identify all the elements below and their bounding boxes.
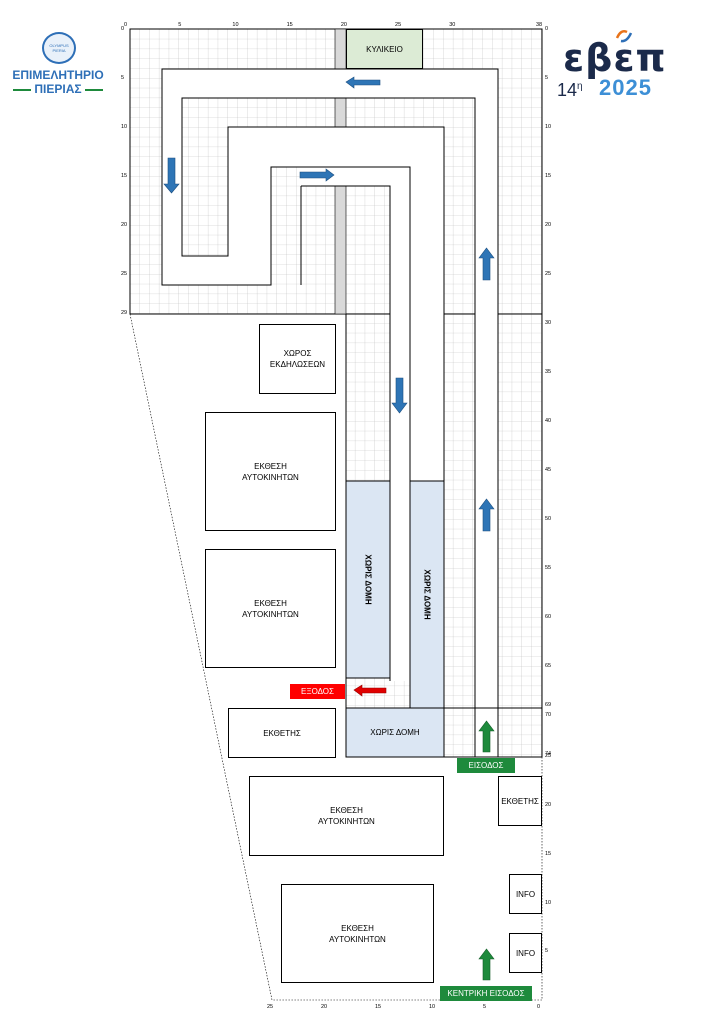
left-axis-tick: 5 [121, 75, 125, 81]
exhibitor-left: ΕΚΘΕΤΗΣ [228, 708, 336, 758]
right-axis-tick: 35 [545, 369, 552, 375]
right-axis-tick: 5 [545, 75, 549, 81]
perimeter-dotted [129, 313, 543, 1001]
canteen: ΚΥΛΙΚΕΙΟ [346, 29, 423, 69]
right-lower-axis-tick: 10 [545, 899, 552, 906]
top-axis-tick: 25 [395, 22, 402, 28]
left-axis-tick: 29 [121, 310, 128, 317]
no-structure-label-left: ΧΩΡΙΣ ΔΟΜΗ [363, 554, 373, 605]
entrance-sign: ΕΙΣΟΔΟΣ [457, 758, 515, 773]
chamber-name-line1: ΕΠΙΜΕΛΗΤΗΡΙΟ [12, 68, 104, 82]
right-axis-tick: 74 [545, 751, 552, 757]
top-axis-tick: 0 [124, 22, 128, 28]
right-axis-tick: 20 [545, 222, 552, 228]
ebep-year: 2025 [599, 75, 652, 100]
right-lower-axis-tick: 25 [545, 753, 552, 760]
right-axis-tick: 40 [545, 418, 552, 424]
bottom-axis-tick: 10 [429, 1004, 436, 1010]
right-axis-tick: 15 [545, 173, 552, 179]
arrow-up-right-lower [478, 498, 495, 532]
right-axis-tick: 55 [545, 565, 552, 571]
main-entrance-sign: ΚΕΝΤΡΙΚΗ ΕΙΣΟΔΟΣ [440, 986, 532, 1001]
right-lower-axis-tick: 5 [545, 948, 549, 955]
exit-sign: ΕΞΟΔΟΣ [290, 684, 345, 699]
chamber-name-line2: ΠΙΕΡΙΑΣ [2, 82, 114, 96]
no-structure-label-right: ΧΩΡΙΣ ΔΟΜΗ [422, 569, 432, 620]
badge-text: OLYMPUS PIERIA [49, 43, 69, 53]
arrow-down-left [163, 157, 180, 194]
arrow-up-main-entrance [478, 948, 495, 981]
arrow-up-entrance [478, 720, 495, 753]
top-axis-tick: 15 [286, 22, 293, 28]
right-axis-tick: 70 [545, 712, 552, 718]
events-area: ΧΩΡΟΣ ΕΚΔΗΛΩΣΕΩΝ [259, 324, 336, 394]
arrow-up-right-upper [478, 247, 495, 281]
bottom-axis-tick: 5 [483, 1004, 487, 1010]
info-booth-2: INFO [509, 933, 542, 973]
no-structure-zone-left [345, 480, 391, 679]
right-axis-tick: 69 [545, 702, 552, 709]
right-axis-tick: 50 [545, 516, 552, 522]
olympus-badge-icon: OLYMPUS PIERIA [42, 32, 76, 64]
top-axis-tick: 5 [178, 22, 182, 28]
chamber-logo: OLYMPUS PIERIA ΕΠΙΜΕΛΗΤΗΡΙΟ ΠΙΕΡΙΑΣ [2, 30, 114, 96]
right-axis-tick: 60 [545, 614, 552, 620]
bottom-axis-tick: 25 [267, 1004, 274, 1010]
right-axis-tick: 65 [545, 663, 552, 669]
ebep-swirl-icon [613, 28, 635, 44]
top-axis-tick: 20 [340, 22, 347, 28]
arrow-left-top [345, 76, 381, 89]
right-axis-tick: 30 [545, 320, 552, 326]
left-axis-tick: 25 [121, 271, 128, 277]
car-expo-3: ΕΚΘΕΣΗ ΑΥΤΟΚΙΝΗΤΩΝ [249, 776, 444, 856]
top-axis-tick: 38 [536, 22, 543, 28]
right-lower-axis-tick: 15 [545, 850, 552, 857]
ebep-edition: 14η [557, 80, 583, 100]
car-expo-4: ΕΚΘΕΣΗ ΑΥΤΟΚΙΝΗΤΩΝ [281, 884, 434, 983]
right-axis-tick: 10 [545, 124, 552, 130]
ebep-word: εβεπ [563, 36, 667, 80]
left-axis-tick: 20 [121, 222, 128, 228]
right-axis-tick: 45 [545, 467, 552, 473]
left-axis-tick: 15 [121, 173, 128, 179]
top-axis-tick: 10 [232, 22, 239, 28]
exhibitor-right: ΕΚΘΕΤΗΣ [498, 776, 542, 826]
ebep-logo: εβεπ 14η 2025 [555, 28, 675, 100]
arrow-right-mid [299, 168, 335, 182]
arrow-left-exit [353, 684, 387, 697]
bottom-axis-tick: 15 [375, 1004, 382, 1010]
car-expo-1: ΕΚΘΕΣΗ ΑΥΤΟΚΙΝΗΤΩΝ [205, 412, 336, 531]
no-structure-label-bottom: ΧΩΡΙΣ ΔΟΜΗ [370, 728, 420, 737]
left-axis-tick: 10 [121, 124, 128, 130]
bottom-axis-tick: 20 [321, 1004, 328, 1010]
bottom-axis-tick: 0 [537, 1004, 541, 1010]
right-lower-axis-tick: 20 [545, 802, 552, 808]
left-axis-tick: 0 [121, 26, 125, 32]
right-axis-tick: 25 [545, 271, 552, 277]
arrow-down-center [391, 377, 408, 414]
top-axis-tick: 30 [449, 22, 456, 28]
car-expo-2: ΕΚΘΕΣΗ ΑΥΤΟΚΙΝΗΤΩΝ [205, 549, 336, 668]
no-structure-zone-bottom [345, 707, 445, 758]
info-booth-1: INFO [509, 874, 542, 914]
right-axis-tick: 0 [545, 26, 549, 32]
